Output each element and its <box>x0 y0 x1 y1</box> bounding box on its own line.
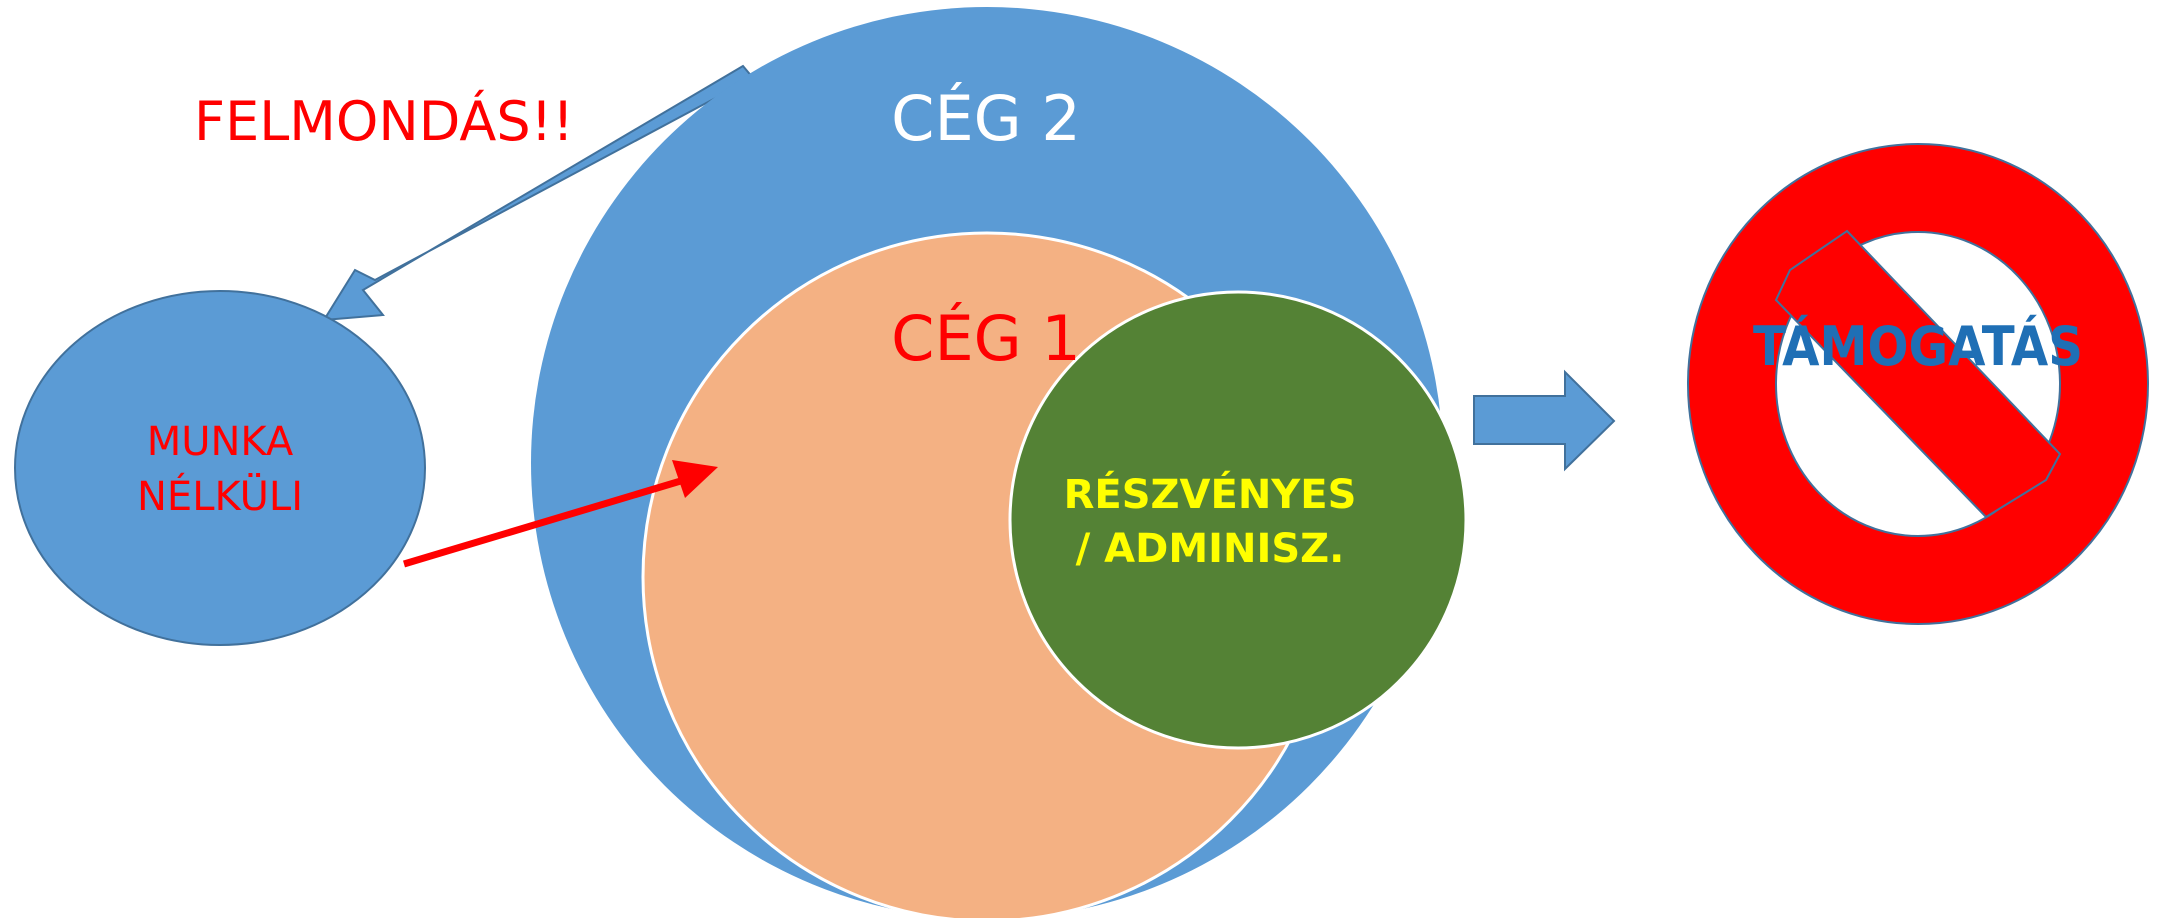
shareholder-label-line2: / ADMINISZ. <box>1076 526 1345 572</box>
hiring-arrow-shaft <box>402 476 686 568</box>
unemployed-label-line1: MUNKA <box>147 419 294 465</box>
resignation-label: FELMONDÁS!! <box>194 90 574 153</box>
unemployed-ellipse <box>14 290 426 646</box>
result-arrow <box>1473 369 1616 472</box>
resignation-arrow <box>322 64 755 322</box>
company1-label: CÉG 1 <box>891 302 1081 375</box>
prohibition-bar-main <box>1774 229 2062 519</box>
unemployed-label-line2: NÉLKÜLI <box>137 472 303 520</box>
company2-label: CÉG 2 <box>891 82 1081 155</box>
prohibition-sign-icon <box>1686 143 2150 625</box>
shareholder-label-line1: RÉSZVÉNYES <box>1064 470 1357 518</box>
support-label: TÁMOGATÁS <box>1753 315 2083 378</box>
shareholder-circle <box>1008 290 1468 750</box>
hiring-arrow-head <box>672 460 718 498</box>
